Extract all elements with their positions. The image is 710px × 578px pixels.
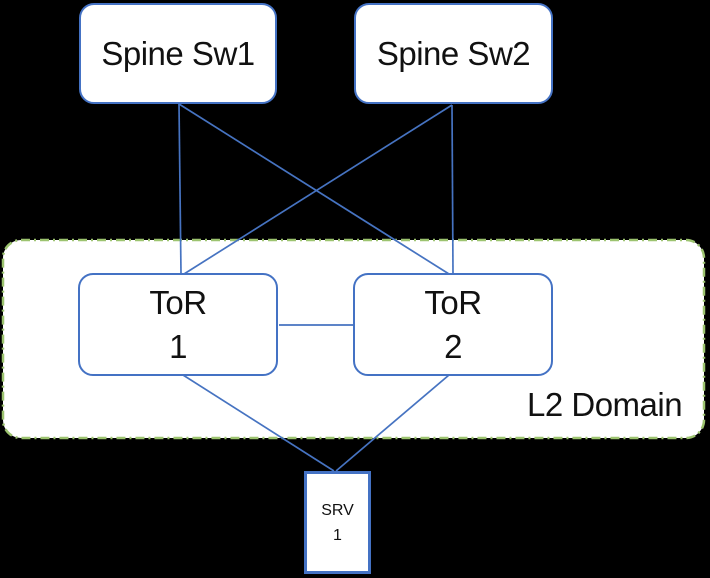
node-spine-sw1: Spine Sw1 xyxy=(79,3,277,104)
node-srv-1-label-line2: 1 xyxy=(333,526,342,544)
edge-tor-2-srv-1 xyxy=(335,374,450,472)
node-srv-1-label-line1: SRV xyxy=(321,501,354,519)
node-tor-2-label-line1: ToR xyxy=(424,283,482,321)
node-srv-1-label: SRV 1 xyxy=(321,498,354,548)
node-tor-1: ToR 1 xyxy=(78,273,278,376)
l2-domain-label: L2 Domain xyxy=(527,386,683,423)
node-tor-2: ToR 2 xyxy=(353,273,553,376)
edge-spine-sw1-tor-1 xyxy=(178,103,182,275)
node-tor-2-label-line2: 2 xyxy=(444,327,462,365)
node-tor-1-label-line2: 1 xyxy=(169,327,187,365)
node-tor-1-label-line1: ToR xyxy=(149,283,207,321)
node-spine-sw2-label: Spine Sw2 xyxy=(376,34,531,72)
connector-lines xyxy=(178,103,454,472)
edge-spine-sw1-tor-2 xyxy=(178,103,450,275)
node-srv-1: SRV 1 xyxy=(304,471,371,574)
node-spine-sw2: Spine Sw2 xyxy=(354,3,553,104)
edge-tor-1-srv-1 xyxy=(182,374,335,472)
node-tor-1-label: ToR 1 xyxy=(149,281,207,369)
edge-spine-sw2-tor-1 xyxy=(183,104,453,275)
node-spine-sw1-label: Spine Sw1 xyxy=(101,34,255,72)
node-tor-2-label: ToR 2 xyxy=(424,281,482,369)
edge-spine-sw2-tor-2 xyxy=(451,104,454,275)
